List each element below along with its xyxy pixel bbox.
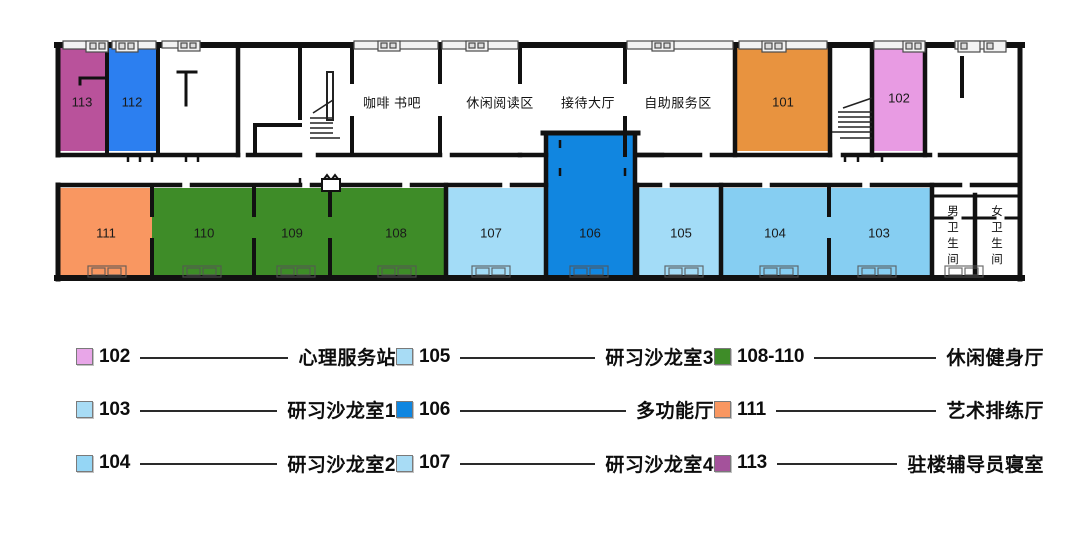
legend-name-106: 多功能厅 bbox=[635, 401, 714, 423]
room-fill-103 bbox=[829, 188, 932, 276]
room-label-103: 103 bbox=[868, 225, 890, 240]
legend-code-106: 106 bbox=[419, 398, 451, 420]
legend-swatch-113 bbox=[714, 454, 731, 472]
room-fill-108 bbox=[330, 188, 446, 276]
svg-text:女: 女 bbox=[991, 204, 1003, 218]
legend-swatch-104 bbox=[76, 454, 93, 472]
legend-item-105: 105 研习沙龙室3 bbox=[396, 330, 714, 383]
legend-swatch-107 bbox=[396, 454, 413, 472]
legend-item-113: 113 驻楼辅导员寝室 bbox=[714, 437, 1044, 490]
legend-name-108-110: 休闲健身厅 bbox=[946, 348, 1044, 370]
legend-swatch-108-110 bbox=[714, 348, 731, 366]
restroom-label-men: 男 卫 生 间 bbox=[947, 206, 959, 266]
legend-name-107: 研习沙龙室4 bbox=[605, 454, 714, 476]
room-fill-111 bbox=[60, 188, 152, 276]
legend-name-104: 研习沙龙室2 bbox=[287, 454, 396, 476]
room-label-113: 113 bbox=[72, 94, 93, 109]
room-fill-106 bbox=[546, 133, 635, 276]
legend-code-107: 107 bbox=[419, 452, 451, 474]
legend-rule bbox=[460, 409, 626, 412]
svg-text:卫: 卫 bbox=[947, 222, 959, 234]
legend-rule bbox=[460, 463, 596, 466]
svg-text:卫: 卫 bbox=[991, 222, 1003, 234]
legend-name-111: 艺术排练厅 bbox=[946, 401, 1044, 423]
legend-item-111: 111 艺术排练厅 bbox=[714, 383, 1044, 436]
window-glyphs-top bbox=[62, 40, 1007, 53]
legend-item-108-110: 108-110 休闲健身厅 bbox=[714, 330, 1044, 383]
room-label-112: 112 bbox=[122, 94, 143, 109]
legend-rule bbox=[814, 356, 937, 359]
legend-rule bbox=[140, 409, 278, 412]
legend-code-105: 105 bbox=[419, 345, 451, 367]
room-fill-109 bbox=[254, 188, 330, 276]
room-label-105: 105 bbox=[670, 225, 692, 240]
room-fill-102 bbox=[873, 48, 925, 151]
room-label-109: 109 bbox=[281, 225, 303, 240]
window-glyphs-bottom bbox=[87, 265, 984, 278]
svg-text:生: 生 bbox=[991, 236, 1003, 250]
legend-code-103: 103 bbox=[99, 398, 131, 420]
legend-rule bbox=[777, 463, 898, 466]
legend-code-102: 102 bbox=[99, 345, 131, 367]
legend-rule bbox=[140, 463, 278, 466]
svg-text:间: 间 bbox=[991, 253, 1003, 266]
legend-name-102: 心理服务站 bbox=[298, 348, 396, 370]
legend-swatch-103 bbox=[76, 401, 93, 419]
legend-rule bbox=[460, 356, 596, 359]
corridor-fixture-icon bbox=[321, 173, 341, 192]
room-label-111: 111 bbox=[96, 225, 116, 240]
room-label-104: 104 bbox=[764, 225, 786, 240]
room-fill-104 bbox=[722, 188, 829, 276]
legend-rule bbox=[140, 356, 289, 359]
legend-name-105: 研习沙龙室3 bbox=[605, 348, 714, 370]
room-label-101: 101 bbox=[772, 94, 794, 109]
room-fill-107 bbox=[447, 188, 544, 276]
legend-name-103: 研习沙龙室1 bbox=[287, 401, 396, 423]
room-label-102: 102 bbox=[888, 90, 910, 105]
room-fill-110 bbox=[152, 188, 254, 276]
legend-name-113: 驻楼辅导员寝室 bbox=[907, 454, 1044, 476]
legend-swatch-111 bbox=[714, 401, 731, 419]
room-label-110: 110 bbox=[194, 225, 215, 240]
area-label-reading-area: 休闲阅读区 bbox=[466, 95, 534, 110]
room-label-106: 106 bbox=[579, 225, 601, 240]
svg-text:间: 间 bbox=[947, 253, 959, 266]
svg-text:男: 男 bbox=[947, 206, 959, 218]
legend-item-106: 106 多功能厅 bbox=[396, 383, 714, 436]
svg-text:生: 生 bbox=[947, 236, 959, 250]
legend-code-108-110: 108-110 bbox=[737, 345, 805, 367]
room-fill-105 bbox=[638, 188, 720, 276]
legend-item-102: 102 心理服务站 bbox=[76, 330, 396, 383]
room-fill-112 bbox=[108, 48, 158, 151]
legend-swatch-106 bbox=[396, 401, 413, 419]
legend-item-103: 103 研习沙龙室1 bbox=[76, 383, 396, 436]
legend-swatch-105 bbox=[396, 348, 413, 366]
legend-code-104: 104 bbox=[99, 452, 131, 474]
legend-rule bbox=[776, 409, 937, 412]
room-fill-113 bbox=[60, 48, 108, 151]
legend: 102 心理服务站 105 研习沙龙室3 108-110 休闲健身厅 103 研… bbox=[0, 330, 1080, 490]
legend-code-113: 113 bbox=[737, 452, 768, 474]
area-label-self-service: 自助服务区 bbox=[644, 95, 712, 110]
restroom-label-women: 女 卫 生 间 bbox=[991, 204, 1003, 266]
legend-item-104: 104 研习沙龙室2 bbox=[76, 437, 396, 490]
legend-code-111: 111 bbox=[737, 398, 767, 420]
area-label-reception-hall: 接待大厅 bbox=[561, 95, 615, 110]
room-fill-101 bbox=[737, 48, 829, 151]
room-label-108: 108 bbox=[385, 225, 407, 240]
legend-swatch-102 bbox=[76, 348, 93, 366]
floor-plan: 113 112 101 102 111 110 109 108 107 106 … bbox=[54, 40, 1025, 282]
room-label-107: 107 bbox=[480, 225, 502, 240]
legend-item-107: 107 研习沙龙室4 bbox=[396, 437, 714, 490]
area-label-coffee-bookbar: 咖啡 书吧 bbox=[363, 95, 421, 110]
